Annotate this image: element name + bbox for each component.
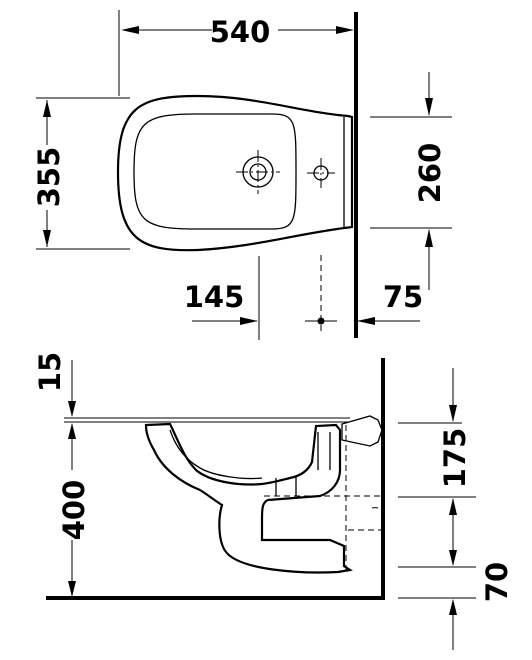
dim-tap-hole-text: 145 [184, 280, 245, 314]
dim-connection-text: 175 [438, 428, 472, 489]
bidet-outline-top [116, 94, 354, 252]
dim-rim-gap-text: 15 [33, 352, 67, 392]
dim-wall-offset-text: 75 [383, 280, 423, 314]
dim-floor-offset-text: 70 [480, 562, 514, 602]
bidet-outline-side [144, 422, 353, 574]
dim-width-text: 540 [210, 15, 271, 49]
dim-depth-text: 355 [32, 147, 66, 208]
dim-rim-height-text: 400 [57, 480, 91, 541]
dim-fixing-height-text: 260 [413, 143, 447, 204]
bowl-inner-top [133, 113, 297, 230]
side-view: 15 400 175 70 [33, 352, 514, 650]
top-view: 540 355 260 145 75 [32, 10, 452, 340]
wall-plate-side [341, 415, 383, 447]
